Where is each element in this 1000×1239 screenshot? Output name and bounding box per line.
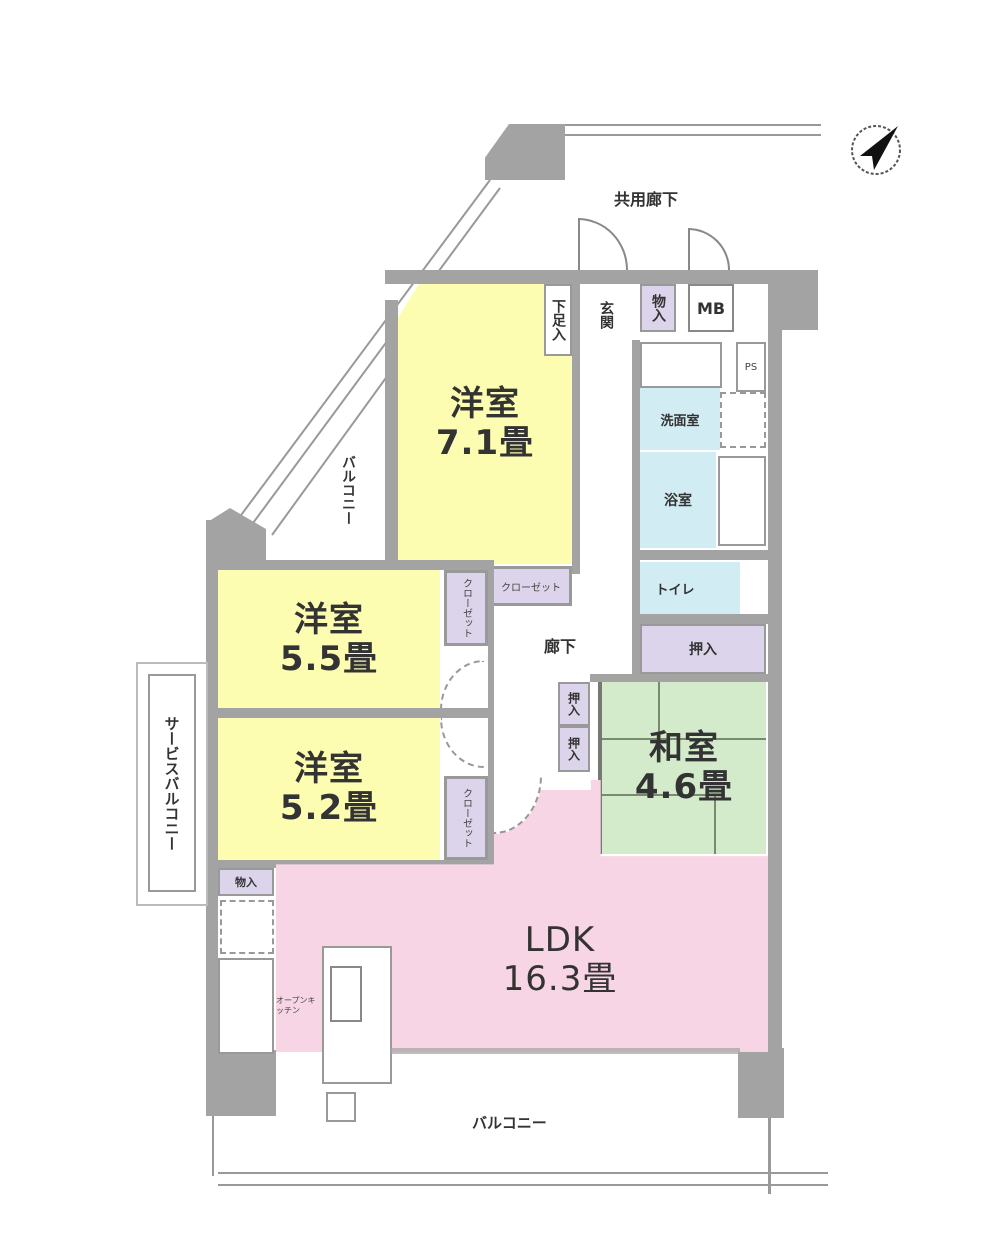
room-name: 洋室 [294, 599, 364, 640]
room-size: 7.1畳 [435, 423, 535, 463]
oshiire-a[interactable]: 押入 [558, 682, 590, 726]
fridge-space [220, 900, 274, 954]
aircon-unit [326, 1092, 356, 1122]
balcony-rail-post [768, 1118, 771, 1194]
ps-shaft: PS [736, 342, 766, 392]
washroom-label: 洗面室 [660, 413, 700, 429]
closet-5-5[interactable]: クローゼット [444, 570, 488, 646]
closet-5-2[interactable]: クローゼット [444, 776, 488, 860]
wall-5-5-top [210, 560, 490, 570]
door-5-5[interactable] [440, 660, 484, 710]
wall-right [768, 270, 782, 1050]
wall-top [385, 270, 785, 284]
room-name: 洋室 [450, 383, 520, 424]
closet-7-1[interactable]: クローゼット [490, 566, 572, 606]
entrance-door[interactable] [578, 218, 628, 270]
wall-right-notch [768, 270, 818, 330]
room-size: 5.5畳 [279, 639, 379, 679]
room-western-5-5[interactable]: 洋室 5.5畳 [218, 570, 440, 710]
tatami-line [658, 682, 660, 738]
corridor-rail [563, 124, 821, 126]
room-size: 4.6畳 [634, 767, 734, 807]
storage-entrance[interactable]: 物入 [640, 284, 676, 332]
balcony-rail [218, 1172, 828, 1174]
wall-5-2-bottom [218, 860, 490, 868]
tatami-line [602, 738, 766, 740]
ldk-label: LDK 16.3畳 [440, 920, 680, 1000]
wall-5-5-bottom [218, 708, 490, 718]
oshiire-main-label: 押入 [689, 642, 717, 658]
pillar-bottom-right [738, 1048, 784, 1118]
side-balcony-label: バルコニー [340, 455, 356, 525]
toilet-label: トイレ [655, 582, 695, 598]
mb-door[interactable] [688, 228, 730, 270]
bathroom[interactable]: 浴室 [640, 452, 716, 548]
room-name: LDK [524, 919, 596, 960]
wall-left [206, 520, 218, 1100]
room-name: 洋室 [294, 748, 364, 789]
washing-machine-space [720, 392, 766, 448]
room-size: 5.2畳 [279, 788, 379, 828]
room-japanese[interactable]: 和室 4.6畳 [598, 682, 766, 854]
room-size: 16.3畳 [502, 959, 618, 999]
wet-area-wall [632, 340, 640, 680]
wall-7-1-right [572, 284, 580, 574]
balcony-rail [218, 1184, 828, 1186]
wet-divider [632, 550, 768, 560]
tatami-line [714, 794, 716, 854]
washroom[interactable]: 洗面室 [640, 388, 720, 450]
room-western-5-2[interactable]: 洋室 5.2畳 [218, 718, 440, 860]
meter-box: MB [688, 284, 734, 332]
service-balcony [136, 662, 208, 906]
washbasin [640, 342, 722, 388]
oshiire-main[interactable]: 押入 [640, 624, 766, 674]
stove-counter [218, 958, 274, 1054]
balcony-window-wall [390, 1048, 740, 1054]
common-corridor-label: 共用廊下 [614, 190, 679, 209]
service-balcony-label: サービスバルコニー [148, 674, 196, 892]
main-balcony-label: バルコニー [472, 1114, 547, 1132]
wet-divider-2 [632, 614, 768, 624]
kitchen-label: オープンキッチン [276, 996, 316, 1015]
bathroom-label: 浴室 [664, 493, 692, 509]
balcony-rail-post [212, 1116, 214, 1176]
toilet[interactable]: トイレ [640, 562, 740, 614]
hallway-label: 廊下 [490, 612, 630, 678]
wall-rooms-right [488, 560, 494, 870]
door-5-2[interactable] [440, 718, 484, 768]
oshiire-b[interactable]: 押入 [558, 726, 590, 772]
room-western-7-1[interactable]: 洋室 7.1畳 [398, 284, 572, 564]
kitchen-sink [330, 966, 362, 1022]
entrance-label: 玄関 [582, 284, 630, 346]
north-arrow-icon [848, 118, 908, 178]
bathtub [718, 456, 766, 546]
room-name: 和室 [649, 727, 719, 768]
wall-7-1-left [385, 300, 398, 570]
shoe-storage[interactable]: 下足入 [544, 284, 572, 356]
diagonal-balcony-rail [229, 179, 501, 539]
tatami-line [602, 794, 714, 796]
pillar-bottom-left [206, 1050, 276, 1116]
storage-kitchen[interactable]: 物入 [218, 868, 274, 896]
wall-japanese [590, 674, 768, 682]
corridor-rail [563, 134, 821, 136]
